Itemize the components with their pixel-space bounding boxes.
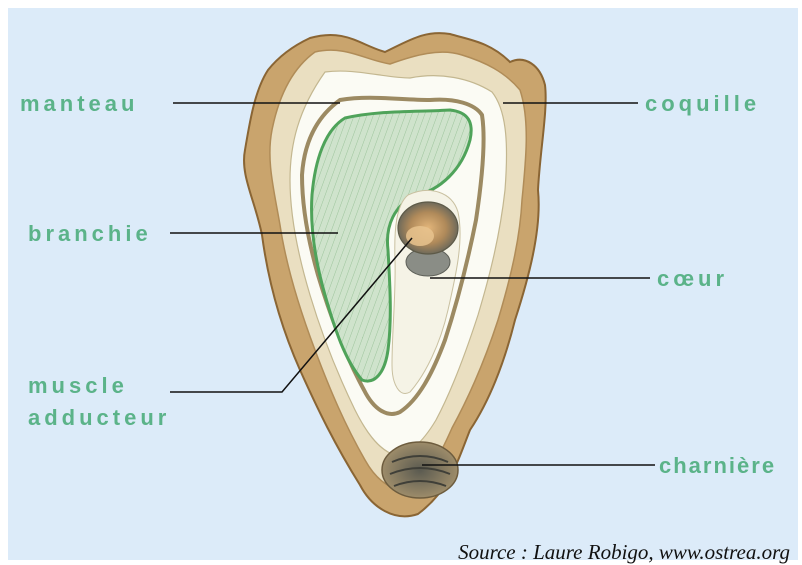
label-manteau: manteau <box>20 91 138 117</box>
hinge-organ <box>382 442 458 498</box>
label-branchie: branchie <box>28 221 152 247</box>
label-coeur: cœur <box>657 266 728 292</box>
label-charniere: charnière <box>659 453 776 479</box>
label-coquille: coquille <box>645 91 760 117</box>
label-muscle-line2: adducteur <box>28 405 170 431</box>
source-credit: Source : Laure Robigo, www.ostrea.org <box>458 540 790 565</box>
label-muscle-line1: muscle <box>28 373 128 399</box>
adductor-muscle-core <box>406 226 434 246</box>
